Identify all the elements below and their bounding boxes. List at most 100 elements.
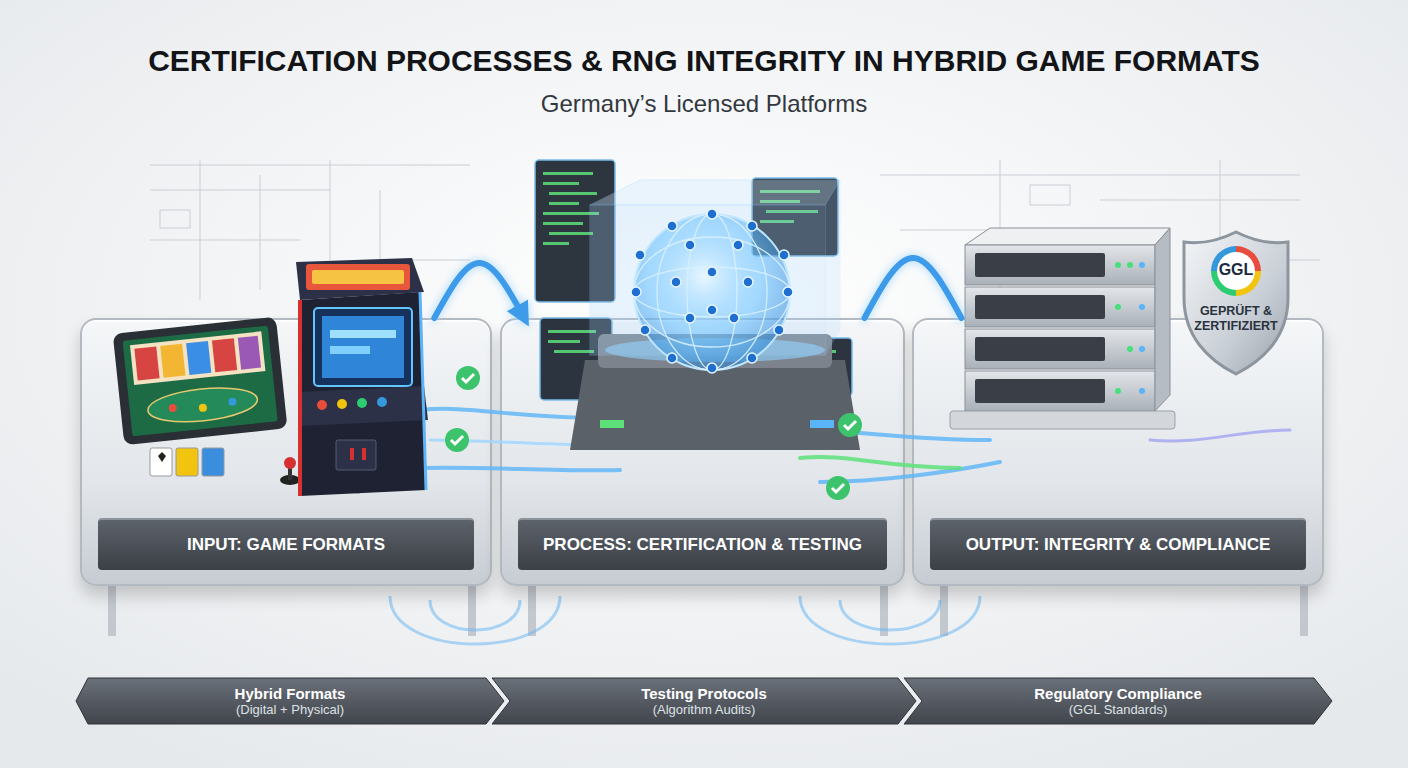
playing-card	[317, 463, 325, 473]
flow-connector	[434, 263, 524, 318]
table-leg	[940, 584, 948, 636]
code-panel	[548, 330, 596, 333]
glow-loop	[390, 596, 560, 644]
stage-platform: PROCESS: CERTIFICATION & TESTING	[500, 318, 905, 586]
rng-sphere	[687, 214, 737, 370]
playing-card	[308, 456, 336, 489]
arcade-cabinet	[420, 292, 426, 490]
tablet-device	[160, 344, 185, 378]
rng-sphere	[707, 267, 717, 277]
code-panel	[535, 160, 615, 302]
code-panel	[535, 160, 852, 400]
playing-card	[150, 448, 172, 476]
hologram-pedestal	[600, 420, 624, 428]
rng-sphere	[634, 214, 790, 370]
flow-line	[800, 430, 990, 440]
hologram-cube	[590, 180, 840, 355]
server-rack	[1115, 262, 1133, 394]
server-rack	[1139, 262, 1145, 268]
rng-sphere	[634, 214, 790, 370]
phase-subtitle: (Digital + Physical)	[236, 702, 344, 717]
shield-shape	[1184, 232, 1288, 374]
joystick	[280, 475, 300, 485]
arcade-cabinet	[322, 316, 404, 378]
chevron-shape	[904, 678, 1332, 724]
server-rack	[1127, 262, 1133, 268]
table-leg	[108, 584, 1308, 636]
glow-loop	[840, 600, 940, 630]
shield-shape	[1180, 228, 1292, 378]
hologram-cube	[590, 205, 825, 355]
rng-sphere	[707, 209, 717, 219]
hologram-pedestal	[570, 334, 860, 450]
flow-line	[430, 440, 600, 445]
rng-sphere	[707, 305, 717, 315]
code-panel	[760, 220, 794, 223]
server-rack	[1115, 262, 1121, 268]
diagram-subtitle: Germany’s Licensed Platforms	[0, 90, 1408, 118]
code-panel	[790, 360, 820, 363]
arcade-cabinet	[377, 397, 387, 407]
code-panel	[554, 350, 594, 353]
check-mark	[445, 366, 862, 500]
tablet-device	[168, 404, 177, 413]
phase-chevron: Hybrid Formats(Digital + Physical)	[76, 678, 504, 724]
server-rack	[975, 295, 1105, 319]
server-rack	[1127, 346, 1133, 352]
tablet-device	[122, 326, 277, 437]
grid-line	[150, 160, 1320, 300]
playing-card	[202, 448, 224, 476]
code-panel	[540, 318, 612, 400]
check-mark	[445, 428, 469, 452]
code-panel	[766, 210, 818, 213]
code-panel	[543, 172, 593, 175]
server-rack	[965, 228, 1170, 245]
arcade-cabinet	[350, 448, 354, 460]
rng-sphere	[779, 250, 789, 260]
platform-label: INPUT: GAME FORMATS	[98, 518, 474, 570]
phase-title: Regulatory Compliance	[1034, 685, 1202, 702]
arcade-cabinet	[298, 300, 302, 496]
rng-sphere	[640, 325, 650, 335]
seal-text: GEPRÜFT & ZERTIFIZIERT	[1186, 304, 1286, 334]
joystick	[288, 464, 292, 480]
arcade-cabinet	[296, 258, 424, 300]
server-rack	[1115, 388, 1121, 394]
hologram-pedestal	[598, 334, 832, 368]
chevron-shape	[492, 678, 916, 724]
code-panel	[543, 222, 583, 225]
arcade-cabinet	[362, 448, 366, 460]
phase-subtitle: (Algorithm Audits)	[653, 702, 756, 717]
code-panel	[760, 200, 800, 203]
hologram-pedestal	[810, 420, 834, 428]
arcade-cabinet	[312, 270, 404, 284]
rng-sphere	[631, 209, 793, 373]
server-rack	[1155, 228, 1170, 411]
tablet-device	[212, 338, 237, 372]
server-rack	[975, 253, 1105, 403]
code-panel	[543, 182, 579, 185]
rng-sphere	[685, 240, 695, 250]
rng-sphere	[747, 353, 757, 363]
rng-sphere	[685, 313, 695, 323]
phase-chevron: Regulatory Compliance(GGL Standards)	[904, 678, 1332, 724]
rng-sphere	[634, 267, 790, 317]
rng-sphere	[667, 353, 677, 363]
playing-card	[336, 461, 363, 493]
glow-loop	[800, 596, 980, 644]
server-rack	[965, 287, 1155, 327]
hologram-cube	[825, 180, 840, 355]
grid-line	[160, 210, 190, 228]
tablet-device	[186, 341, 211, 375]
arcade-cabinet	[314, 308, 412, 386]
rng-sphere	[631, 287, 641, 297]
table-leg	[108, 584, 116, 636]
code-panel	[790, 350, 836, 353]
playing-card	[346, 467, 354, 477]
rng-sphere	[774, 325, 784, 335]
rng-sphere	[783, 287, 793, 297]
arcade-cabinet	[296, 258, 428, 496]
code-panel	[543, 242, 569, 245]
rng-sphere	[631, 209, 793, 373]
